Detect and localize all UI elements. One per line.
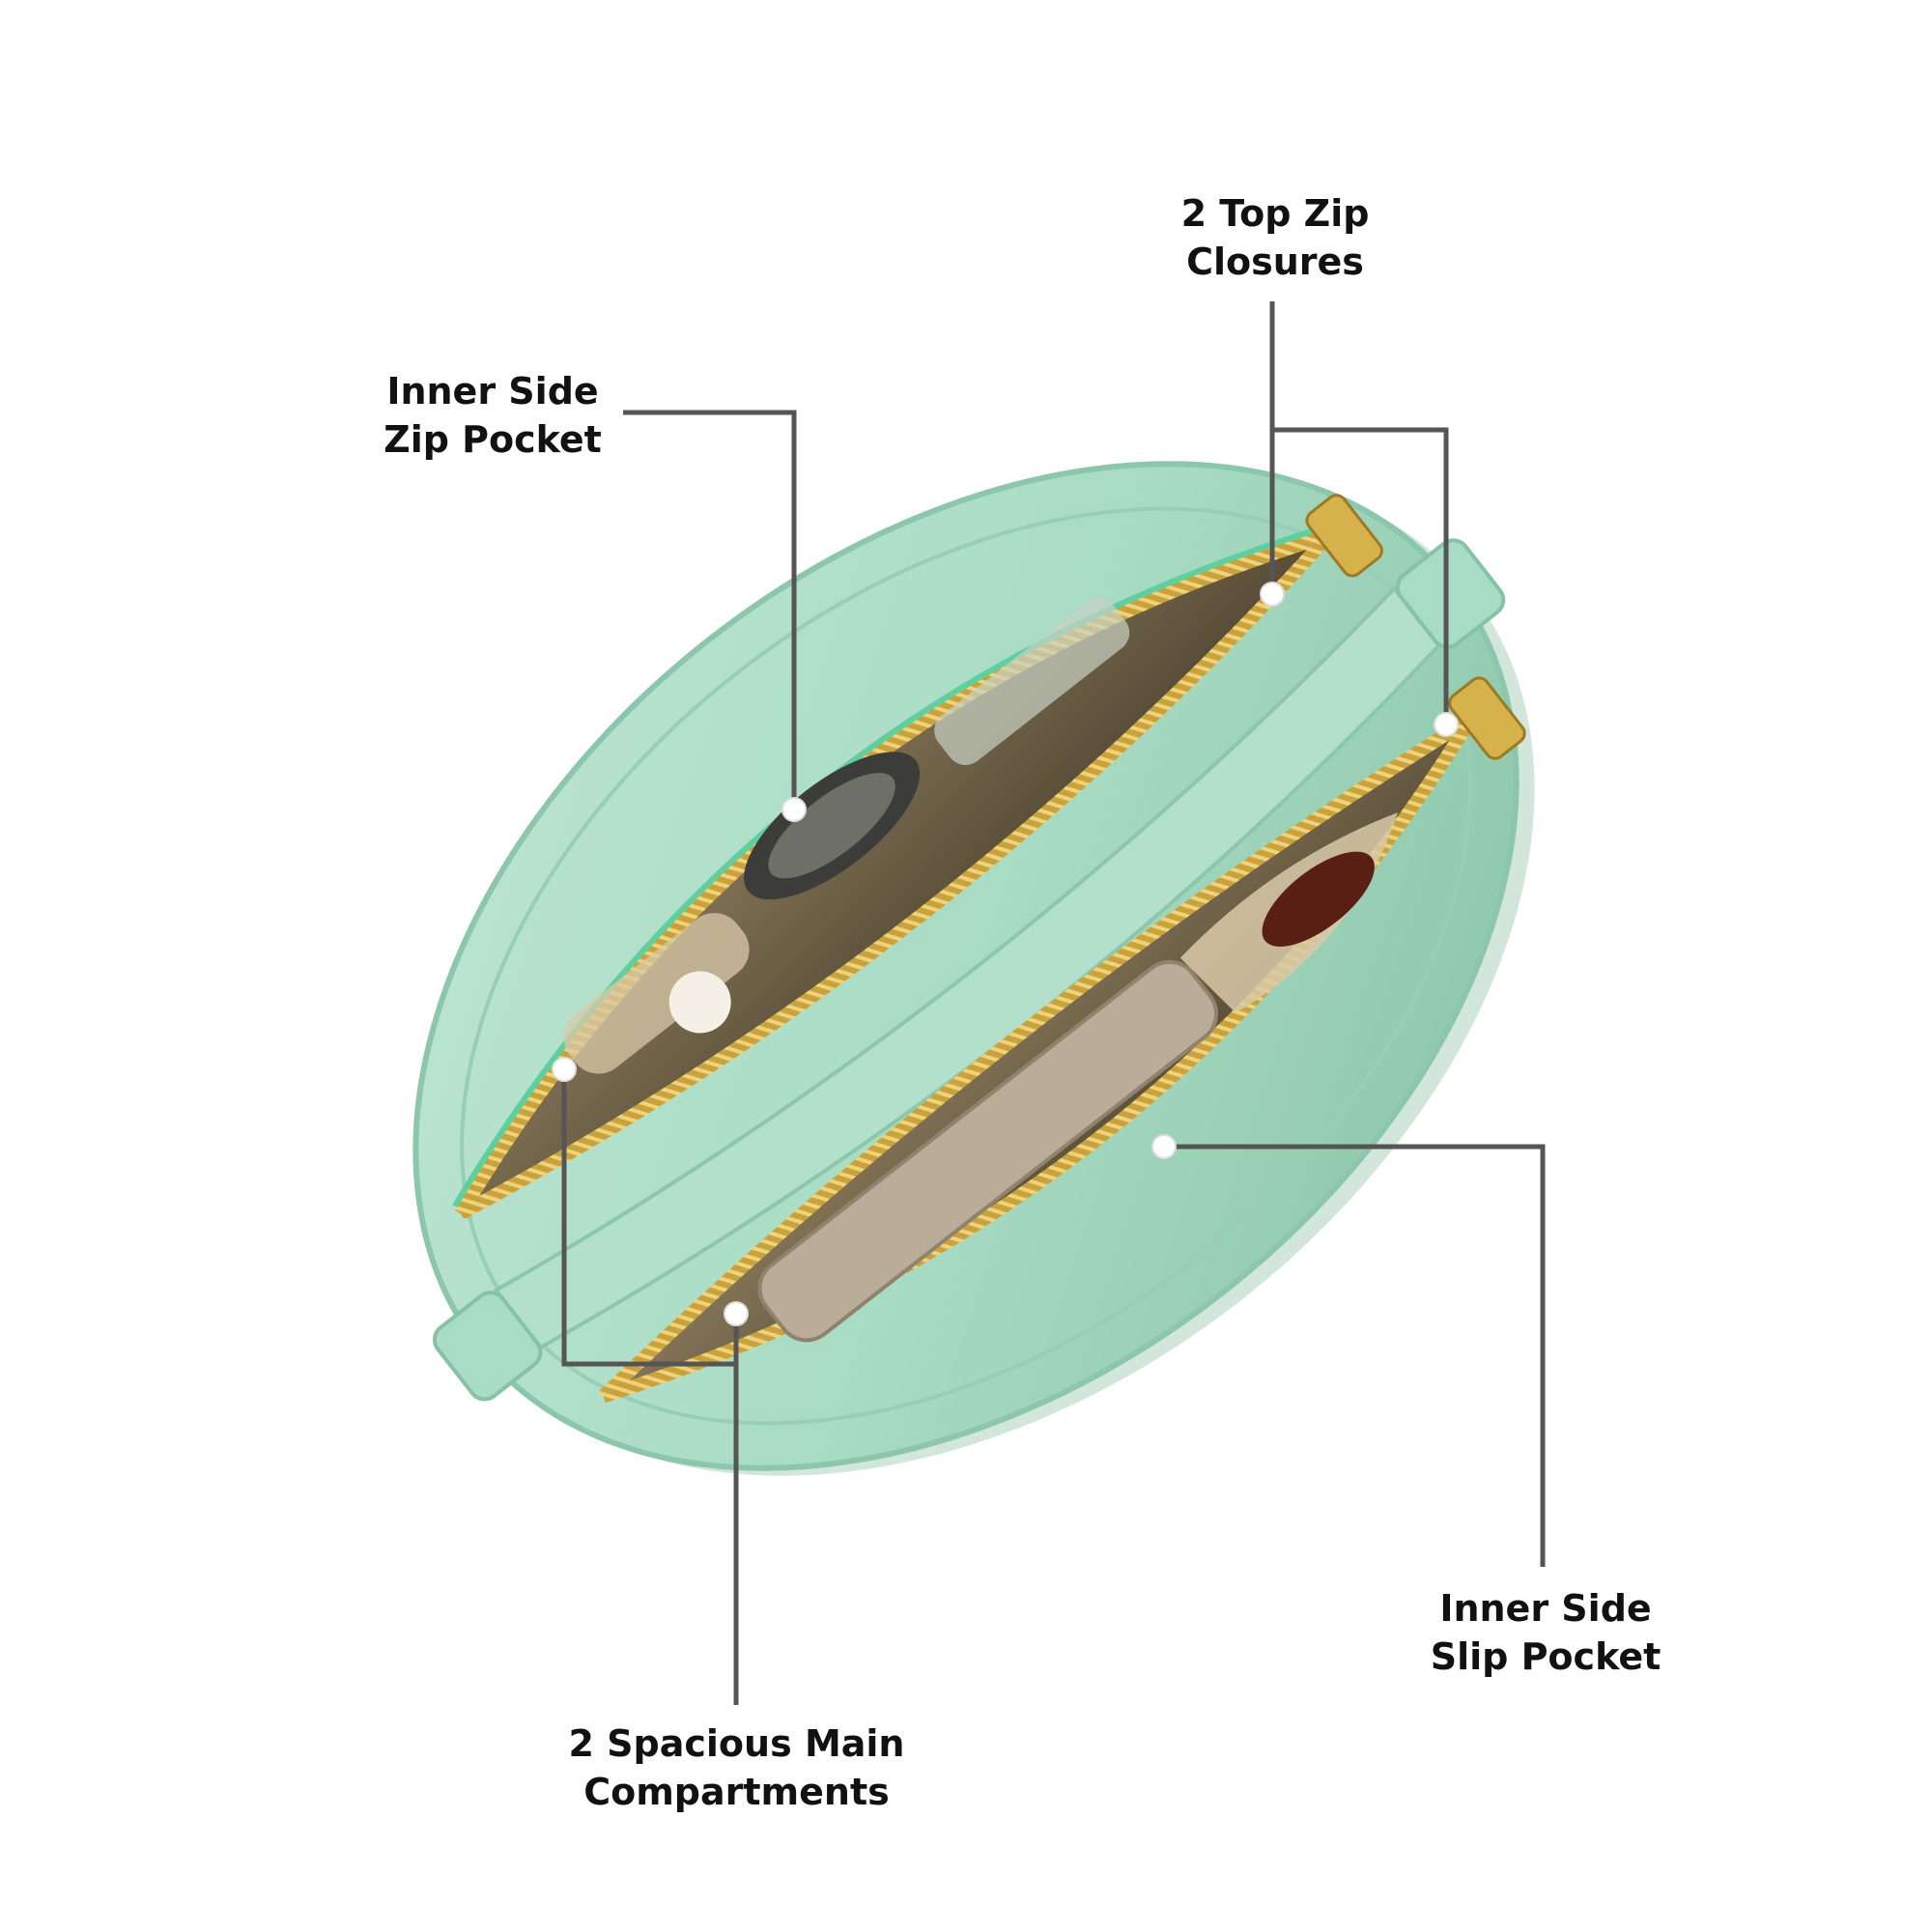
label-main-line2: Compartments [583,1771,890,1813]
label-slip-pocket-line2: Slip Pocket [1430,1635,1662,1678]
leader-top-zip-2 [1272,427,1449,724]
dot-top-zip-2 [1434,712,1459,737]
left-compartment [452,525,1334,1220]
zip-puller-top [1305,494,1383,578]
label-zip-pocket-line1: Inner Side [386,370,599,412]
label-inner-slip-pocket: Inner Side Slip Pocket [1430,1584,1662,1681]
dot-zip-pocket [781,797,807,822]
dot-top-zip-1 [1260,582,1285,607]
leader-zip-pocket [623,410,797,810]
dot-main-2 [724,1301,749,1326]
label-top-zip-closures: 2 Top Zip Closures [1179,189,1372,286]
strap-tab-right [1395,538,1506,649]
label-main-compartments: 2 Spacious Main Compartments [555,1719,918,1816]
leader-main-1 [561,1069,736,1367]
callout-dots [552,582,1459,1326]
leader-slip-pocket [1164,1144,1546,1567]
zip-puller-bottom [1448,676,1526,760]
label-top-zip-line1: 2 Top Zip [1180,192,1370,235]
right-compartment [598,712,1477,1404]
dot-main-1 [552,1057,577,1082]
label-zip-pocket-line2: Zip Pocket [384,418,602,461]
label-main-line1: 2 Spacious Main [568,1722,905,1765]
dot-slip-pocket [1151,1134,1177,1159]
label-inner-zip-pocket: Inner Side Zip Pocket [377,367,609,464]
callout-lines [561,301,1546,1705]
label-slip-pocket-line1: Inner Side [1439,1587,1652,1630]
strap-tab-left [432,1291,543,1402]
bag-body [412,461,1535,1476]
label-top-zip-line2: Closures [1186,241,1364,283]
